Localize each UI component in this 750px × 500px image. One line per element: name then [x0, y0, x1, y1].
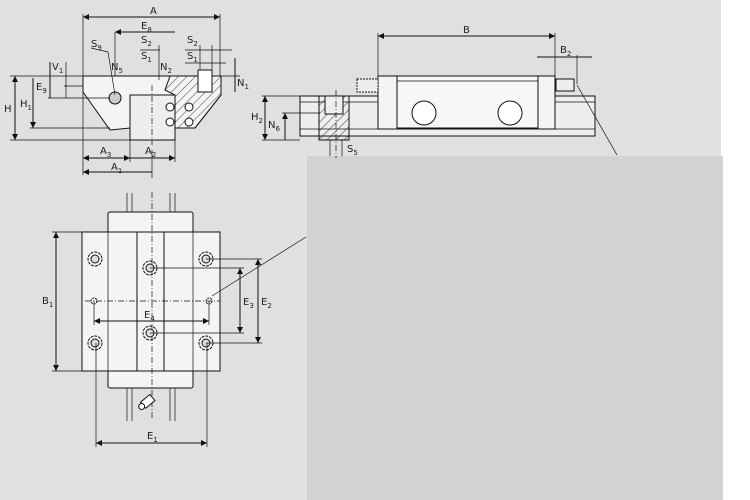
dim-label-a: A	[150, 6, 157, 17]
side-view: B B2 H2 N6 S5	[251, 25, 618, 158]
dim-label-e1: E1	[147, 431, 158, 444]
dim-label-s5: S5	[347, 144, 358, 157]
lube-nipple-top-icon	[138, 393, 156, 410]
dim-label-a3: A3	[100, 146, 111, 159]
dim-label-b: B	[463, 25, 470, 36]
dim-label-e3: E3	[243, 297, 254, 310]
carriage-flange	[81, 231, 221, 372]
lube-fitting-right-icon	[555, 78, 575, 92]
dim-label-h: H	[4, 104, 12, 115]
dim-label-s2-right: S2	[187, 35, 198, 48]
dim-label-e8: E8	[141, 21, 152, 34]
dim-label-v1: V1	[52, 62, 63, 75]
dim-label-n2: N2	[160, 62, 172, 75]
dim-label-e4: E4	[144, 310, 155, 323]
front-view: A E8 S9 S2 S1 N5 N2 S2 S1 V1 E9 N1 H H1 …	[4, 6, 249, 178]
dim-label-s1-left: S1	[141, 51, 152, 64]
rail-section	[129, 94, 176, 141]
bolt-icon	[87, 251, 103, 267]
thread-hole	[197, 69, 213, 93]
dim-label-n1: N1	[237, 78, 249, 91]
dim-label-s1-right: S1	[187, 51, 198, 64]
dim-label-e2: E2	[261, 297, 272, 310]
overlay-panel	[307, 156, 723, 500]
dim-label-a2: A2	[145, 146, 156, 159]
bolt-icon	[87, 335, 103, 351]
dim-label-s2-left: S2	[141, 35, 152, 48]
dim-label-s9: S9	[91, 39, 102, 52]
top-view: B1 E3 E2 E4 E1	[42, 192, 307, 447]
dim-label-n6: N6	[268, 120, 280, 133]
lube-fitting-left-icon	[356, 78, 379, 93]
dim-label-b2: B2	[560, 45, 571, 58]
dim-label-e9: E9	[36, 82, 47, 95]
dim-label-h1: H1	[20, 99, 32, 112]
dim-label-a1: A1	[111, 162, 122, 175]
dim-label-h2: H2	[251, 112, 263, 125]
dim-label-b1: B1	[42, 296, 53, 309]
dim-label-n5: N5	[111, 62, 123, 75]
